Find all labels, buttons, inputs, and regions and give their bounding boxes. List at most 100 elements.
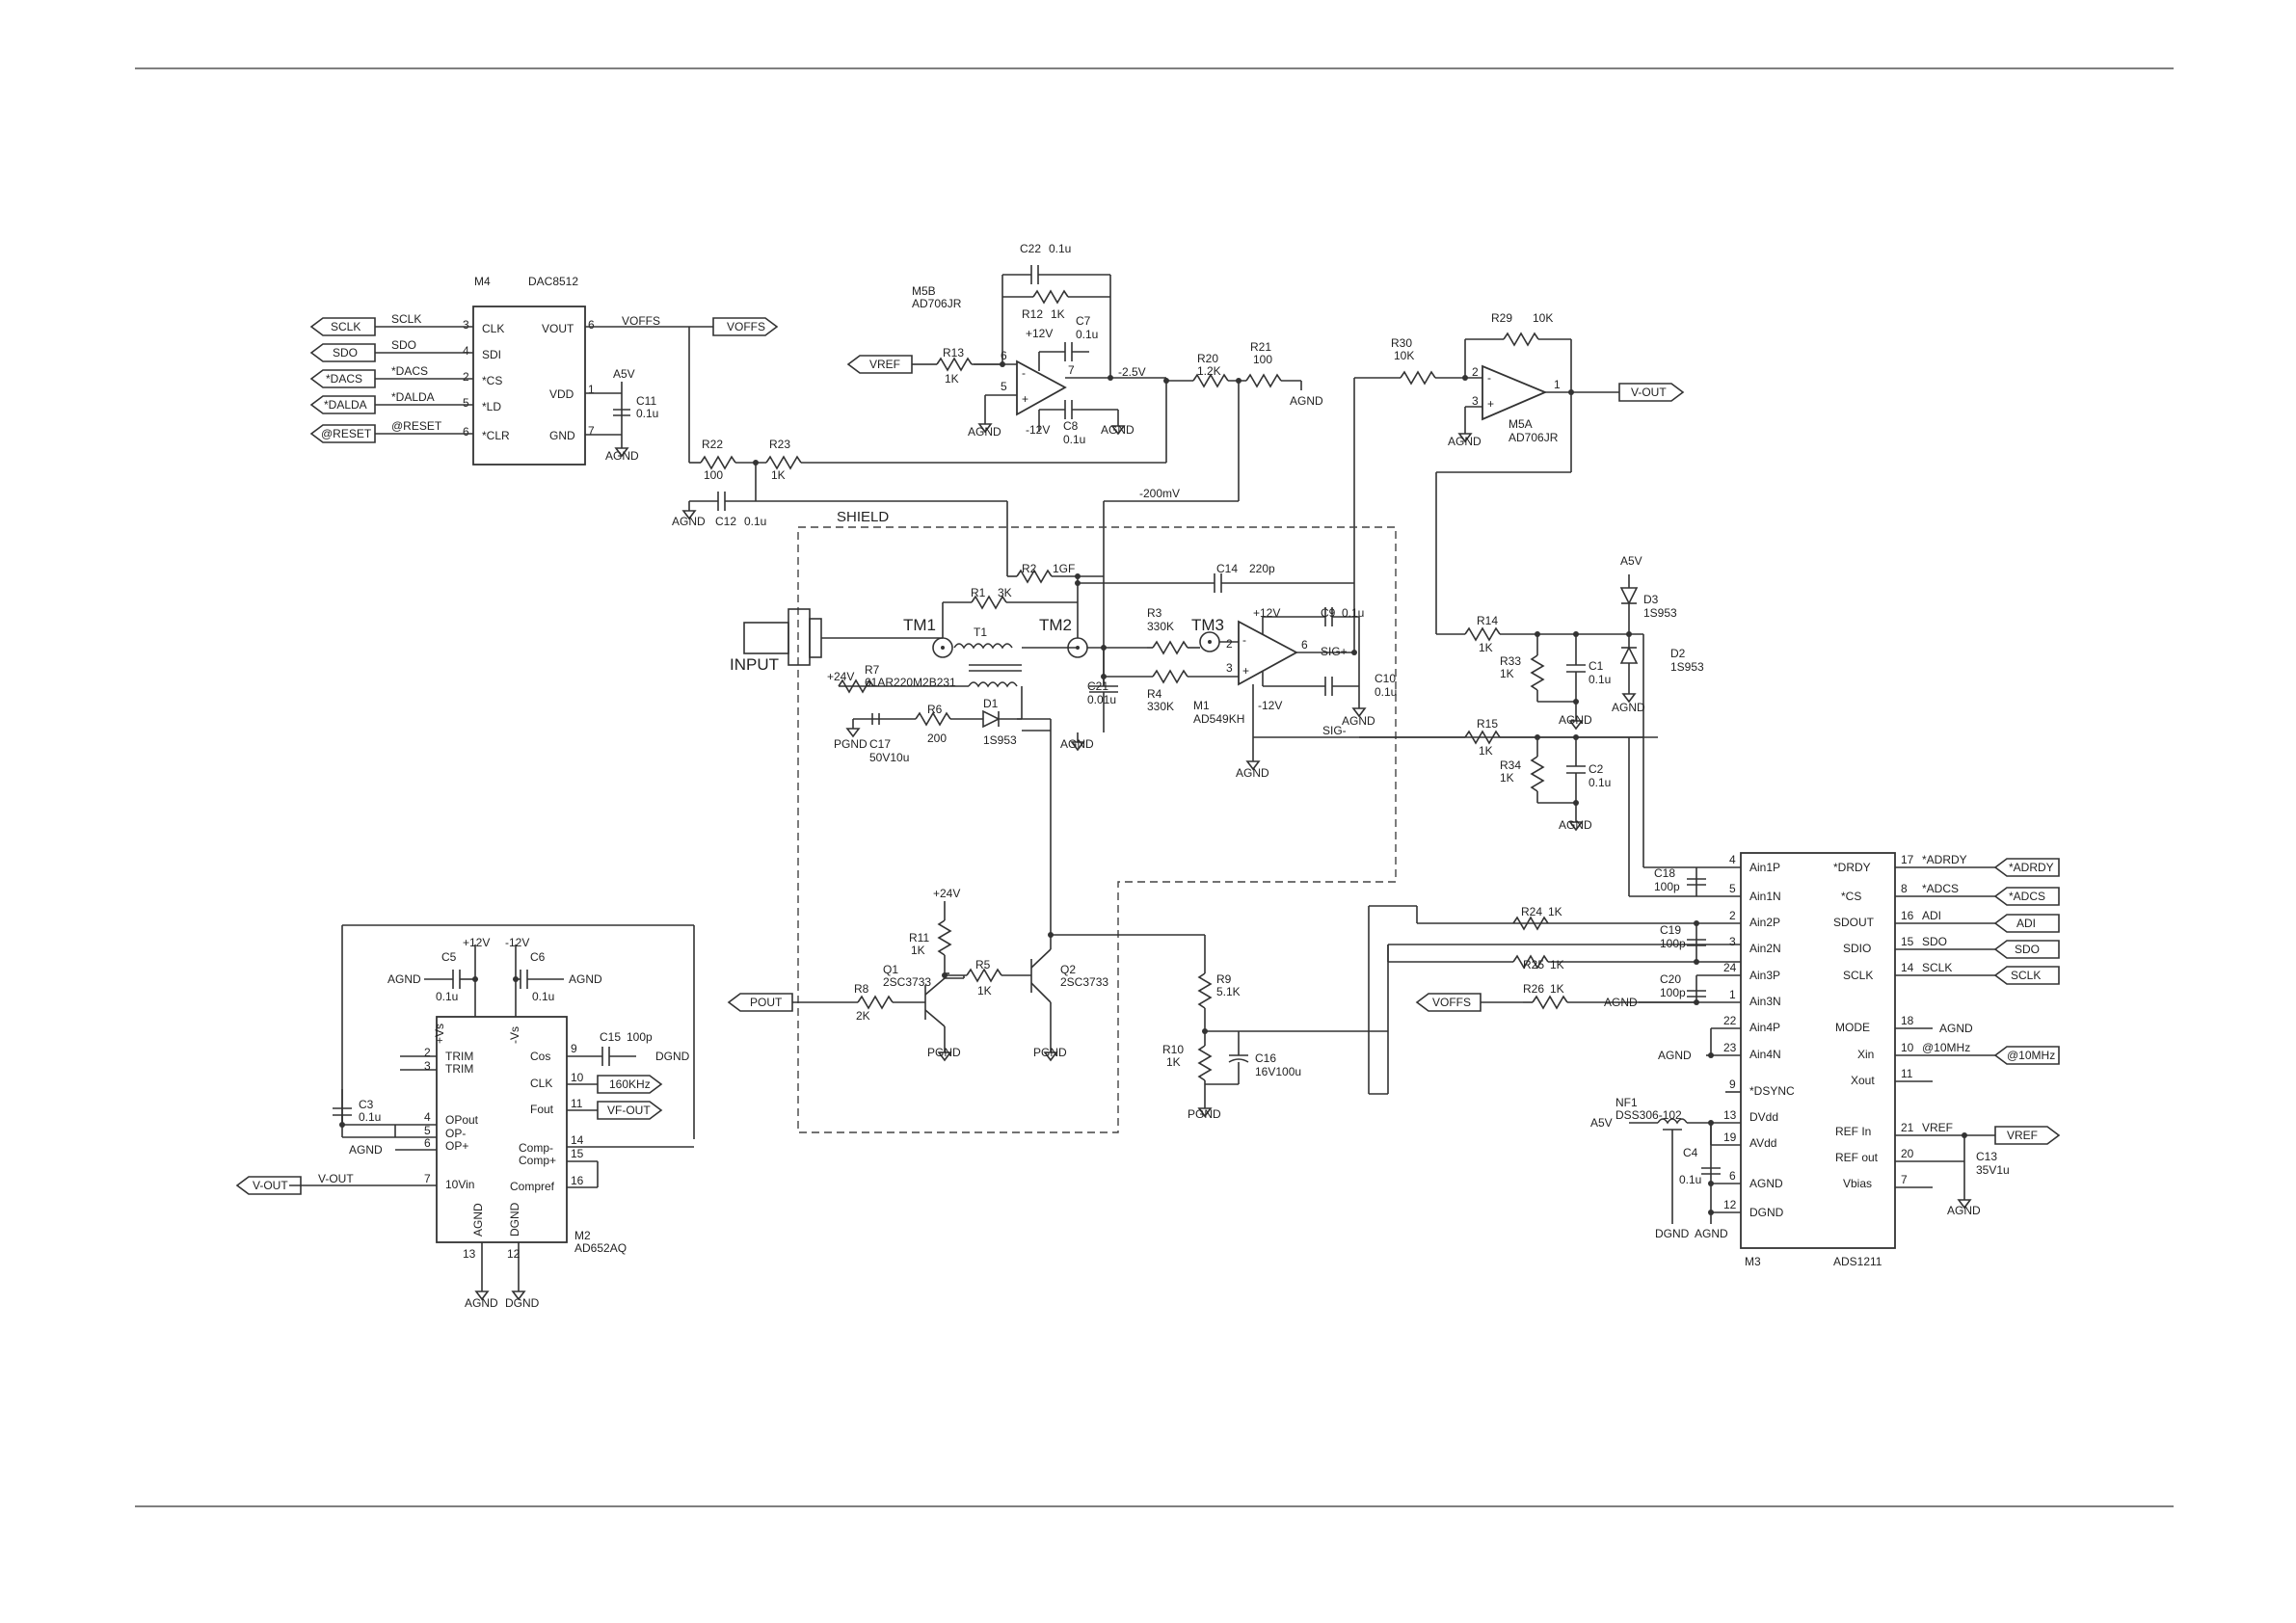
svg-text:16: 16 xyxy=(571,1174,584,1187)
svg-text:TM1: TM1 xyxy=(903,616,936,634)
svg-text:AGND: AGND xyxy=(605,449,639,463)
svg-text:5.1K: 5.1K xyxy=(1216,985,1241,998)
svg-text:*LD: *LD xyxy=(482,400,501,413)
svg-text:VOFFS: VOFFS xyxy=(727,320,765,333)
svg-text:ADS1211: ADS1211 xyxy=(1833,1255,1882,1268)
svg-text:AGND: AGND xyxy=(1101,423,1135,437)
svg-text:+24V: +24V xyxy=(827,670,854,683)
svg-text:SIG+: SIG+ xyxy=(1321,645,1348,658)
svg-text:TM3: TM3 xyxy=(1191,616,1224,634)
t1-transformer xyxy=(953,643,1078,688)
svg-text:1K: 1K xyxy=(1479,744,1493,758)
svg-text:21: 21 xyxy=(1901,1121,1914,1134)
svg-text:SDIO: SDIO xyxy=(1843,942,1871,955)
svg-text:20: 20 xyxy=(1901,1147,1914,1160)
svg-text:61AR220M2B231: 61AR220M2B231 xyxy=(865,676,956,689)
input-connector xyxy=(743,608,943,666)
svg-text:C7: C7 xyxy=(1076,314,1091,328)
svg-text:10Vin: 10Vin xyxy=(445,1178,474,1191)
svg-text:R25: R25 xyxy=(1523,958,1544,971)
svg-text:VOUT: VOUT xyxy=(542,322,574,335)
svg-text:REF In: REF In xyxy=(1835,1125,1871,1138)
svg-text:3: 3 xyxy=(1729,935,1736,948)
svg-text:-: - xyxy=(1022,366,1026,380)
svg-text:D3: D3 xyxy=(1643,593,1659,606)
svg-text:-2.5V: -2.5V xyxy=(1118,365,1146,379)
svg-text:1K: 1K xyxy=(771,468,786,482)
svg-text:C9: C9 xyxy=(1321,606,1336,620)
svg-text:Vbias: Vbias xyxy=(1843,1177,1872,1190)
svg-text:AGND: AGND xyxy=(1342,714,1375,728)
svg-text:6: 6 xyxy=(588,318,595,332)
svg-text:AGND: AGND xyxy=(1658,1049,1692,1062)
svg-text:6: 6 xyxy=(424,1136,431,1150)
svg-text:VOFFS: VOFFS xyxy=(622,314,660,328)
svg-text:D1: D1 xyxy=(983,697,999,710)
svg-text:C20: C20 xyxy=(1660,972,1681,986)
svg-text:1K: 1K xyxy=(1500,771,1514,785)
svg-text:A5V: A5V xyxy=(1590,1116,1613,1130)
svg-text:2SC3733: 2SC3733 xyxy=(883,975,931,989)
tm3-testpoint xyxy=(1199,631,1220,652)
svg-text:15: 15 xyxy=(571,1147,584,1160)
svg-text:SDO: SDO xyxy=(333,346,358,359)
left-io-flags: SCLK SDO *DACS *DALDA @RESET SCLK SDO *D… xyxy=(310,312,442,443)
svg-text:2: 2 xyxy=(424,1046,431,1059)
svg-text:R29: R29 xyxy=(1491,311,1512,325)
svg-text:R14: R14 xyxy=(1477,614,1498,627)
svg-text:VREF: VREF xyxy=(2007,1129,2038,1142)
svg-text:C2: C2 xyxy=(1589,762,1604,776)
svg-text:SCLK: SCLK xyxy=(1843,969,1873,982)
svg-text:*DALDA: *DALDA xyxy=(391,390,435,404)
svg-text:C4: C4 xyxy=(1683,1146,1698,1159)
svg-text:AD706JR: AD706JR xyxy=(912,297,962,310)
svg-text:REF out: REF out xyxy=(1835,1151,1879,1164)
svg-text:AGND: AGND xyxy=(387,972,421,986)
svg-text:C6: C6 xyxy=(530,950,546,964)
svg-text:0.1u: 0.1u xyxy=(1679,1173,1701,1186)
svg-text:DGND: DGND xyxy=(1749,1206,1784,1219)
svg-text:C21: C21 xyxy=(1087,679,1108,693)
svg-text:+Vs: +Vs xyxy=(433,1024,446,1044)
svg-text:1S953: 1S953 xyxy=(983,733,1017,747)
svg-text:DVdd: DVdd xyxy=(1749,1110,1778,1124)
svg-text:10: 10 xyxy=(1901,1041,1914,1054)
svg-text:9: 9 xyxy=(571,1042,577,1055)
svg-text:POUT: POUT xyxy=(750,996,783,1009)
svg-text:@RESET: @RESET xyxy=(321,427,372,440)
svg-text:1K: 1K xyxy=(945,372,959,386)
svg-text:OPout: OPout xyxy=(445,1113,479,1127)
svg-text:SCLK: SCLK xyxy=(2011,969,2041,982)
svg-text:Comp-: Comp- xyxy=(519,1141,553,1155)
svg-text:1GF: 1GF xyxy=(1053,562,1075,575)
svg-text:AGND: AGND xyxy=(1236,766,1269,780)
svg-text:50V10u: 50V10u xyxy=(869,751,909,764)
svg-text:1K: 1K xyxy=(911,944,925,957)
svg-text:1: 1 xyxy=(1729,988,1736,1001)
svg-text:10: 10 xyxy=(571,1071,584,1084)
svg-text:*ADCS: *ADCS xyxy=(1922,882,1959,895)
svg-text:6: 6 xyxy=(1729,1169,1736,1183)
svg-text:DGND: DGND xyxy=(505,1296,540,1310)
svg-text:C16: C16 xyxy=(1255,1051,1276,1065)
svg-text:0.1u: 0.1u xyxy=(636,407,658,420)
svg-text:AGND: AGND xyxy=(349,1143,383,1157)
svg-text:-12V: -12V xyxy=(505,936,529,949)
svg-text:V-OUT: V-OUT xyxy=(253,1179,288,1192)
svg-text:-200mV: -200mV xyxy=(1139,487,1180,500)
svg-text:C1: C1 xyxy=(1589,659,1604,673)
svg-text:C17: C17 xyxy=(869,737,891,751)
svg-text:6: 6 xyxy=(463,425,469,439)
svg-text:SCLK: SCLK xyxy=(1922,961,1952,974)
svg-text:DGND: DGND xyxy=(1655,1227,1690,1240)
svg-text:NF1: NF1 xyxy=(1615,1096,1638,1109)
svg-text:14: 14 xyxy=(571,1133,584,1147)
svg-text:R22: R22 xyxy=(702,438,723,451)
svg-text:22: 22 xyxy=(1723,1014,1737,1027)
svg-text:R2: R2 xyxy=(1022,562,1037,575)
svg-text:*DALDA: *DALDA xyxy=(324,398,367,412)
svg-text:+24V: +24V xyxy=(933,887,960,900)
svg-text:100p: 100p xyxy=(627,1030,653,1044)
svg-text:VDD: VDD xyxy=(549,387,574,401)
svg-text:R20: R20 xyxy=(1197,352,1218,365)
